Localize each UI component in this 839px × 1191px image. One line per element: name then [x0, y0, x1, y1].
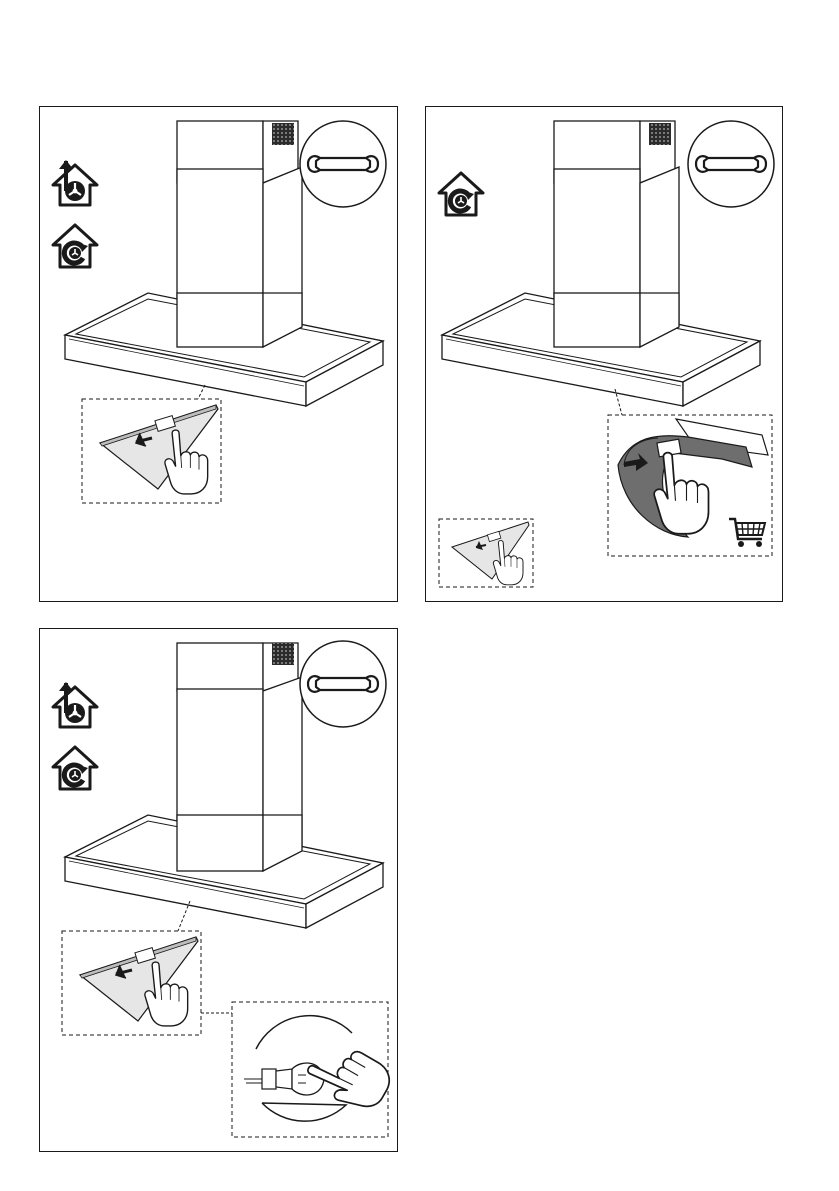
recirculation-mode-icon: [439, 173, 483, 215]
ventilation-grille: [272, 643, 294, 665]
grease-filter-release-detail: [82, 399, 221, 503]
hood-canopy: [65, 815, 383, 928]
ventilation-grille: [649, 123, 671, 145]
panel-3: [39, 628, 398, 1152]
grease-filter-release-detail: [439, 519, 533, 587]
panel-1: [39, 106, 398, 602]
ducted-mode-icon: [53, 682, 97, 727]
hood-illustration-3: [40, 629, 399, 1153]
panel-2: [425, 106, 783, 602]
wrench-icon: [688, 121, 774, 207]
hood-illustration-2: [426, 107, 784, 603]
ducted-mode-icon: [53, 160, 97, 205]
hood-canopy: [65, 293, 383, 406]
hood-illustration-1: [40, 107, 399, 603]
wrench-icon: [300, 121, 386, 207]
grease-filter-release-detail: [62, 931, 201, 1035]
recirculation-mode-icon: [53, 225, 97, 267]
ventilation-grille: [272, 123, 294, 145]
wrench-icon: [300, 641, 386, 727]
hood-canopy: [442, 293, 760, 406]
recirculation-mode-icon: [53, 747, 97, 789]
lamp-replacement-detail: [232, 1002, 396, 1137]
